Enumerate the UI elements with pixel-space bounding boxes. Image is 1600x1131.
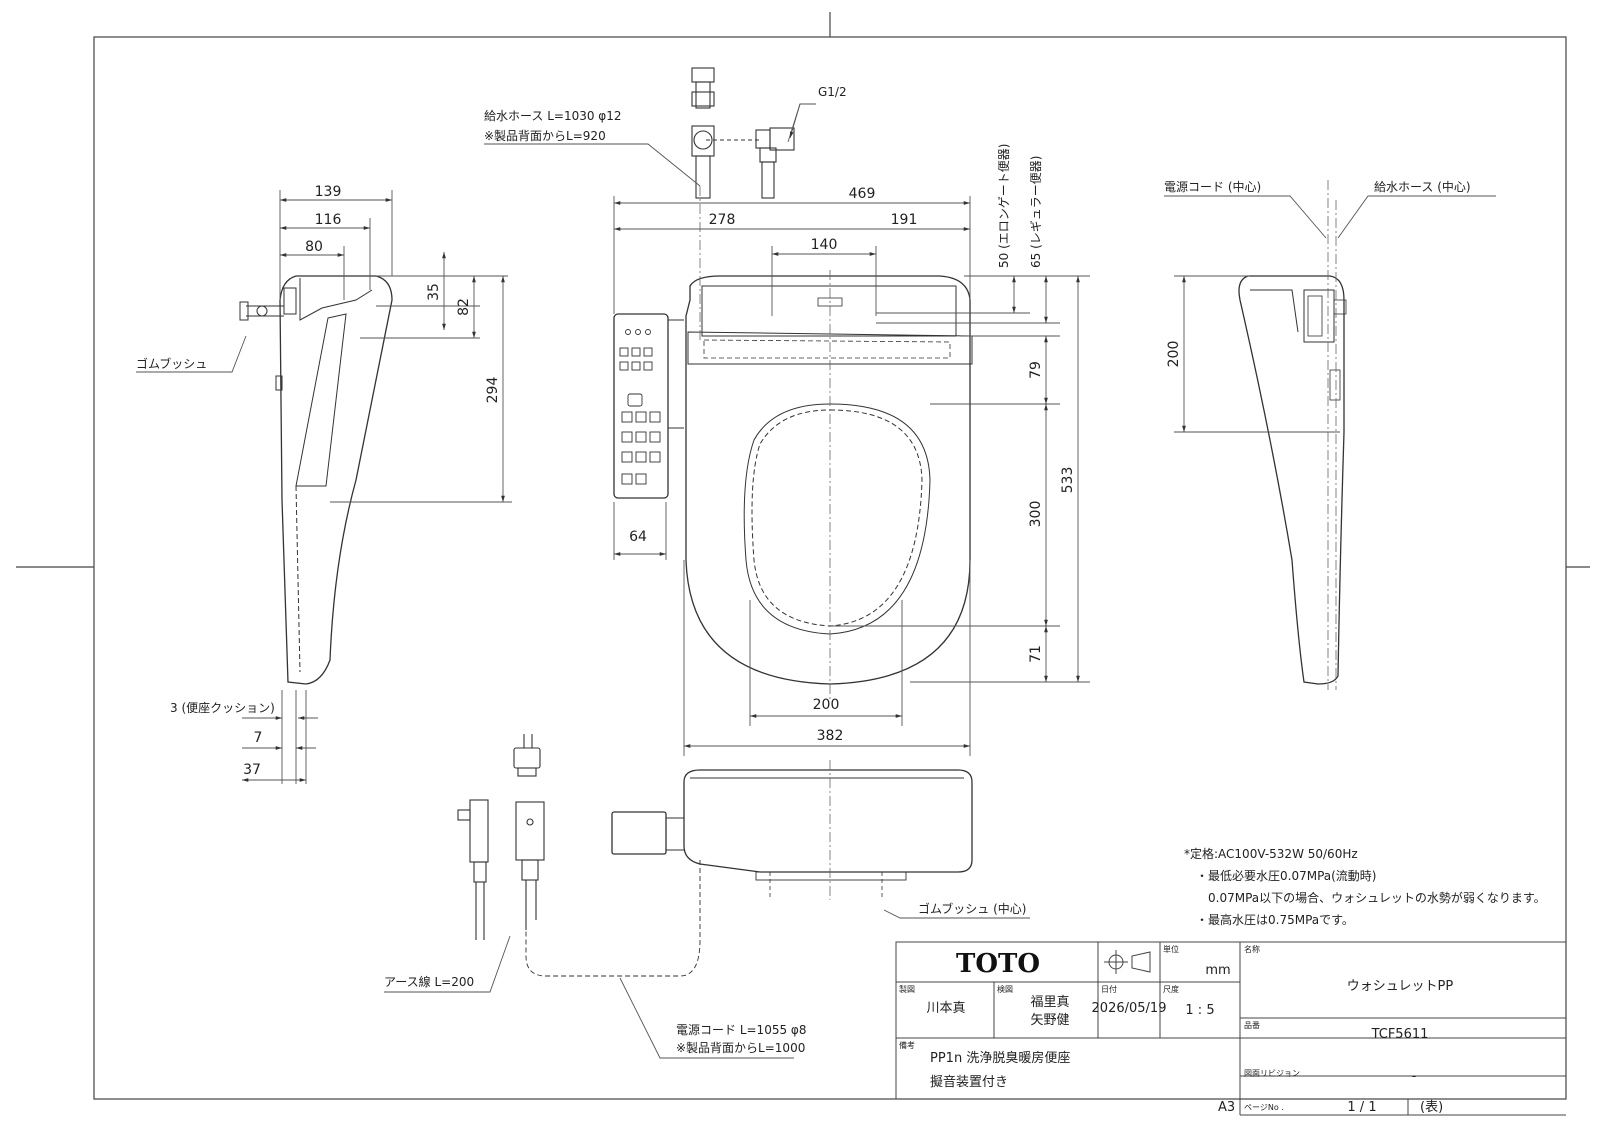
g12-label: G1/2 — [818, 85, 847, 99]
left-side-dimensions — [136, 190, 512, 784]
right-side-labels: 200 電源コード (中心) 給水ホース (中心) — [1164, 179, 1471, 367]
dim-191: 191 — [891, 212, 918, 228]
power-cord-center-label: 電源コード (中心) — [1164, 179, 1261, 194]
left-side-dimension-labels: 139 116 80 35 82 294 ゴムブッシュ 3 (便座クッション) … — [136, 184, 501, 778]
dim-533: 533 — [1060, 467, 1076, 494]
dim-79: 79 — [1028, 361, 1044, 379]
page-suffix: (表) — [1420, 1100, 1443, 1115]
dim-37: 37 — [243, 762, 261, 778]
bottom-view — [525, 760, 1030, 977]
supply-hose-note: ※製品背面からL=920 — [484, 129, 606, 143]
checked-by-2: 矢野健 — [1030, 1013, 1069, 1028]
revision-value: - — [1412, 1069, 1417, 1084]
part-label: 品番 — [1244, 1020, 1260, 1030]
rubber-bush-center-label: ゴムブッシュ (中心) — [918, 901, 1026, 916]
right-side-dimensions — [1164, 195, 1496, 433]
supply-hose-label: 給水ホース L=1030 φ12 — [484, 109, 622, 123]
dim-35: 35 — [426, 283, 442, 301]
checked-label: 検図 — [997, 984, 1013, 994]
note-low-pressure: 0.07MPa以下の場合、ウォシュレットの水勢が弱くなります。 — [1208, 890, 1546, 905]
supply-fittings — [484, 67, 816, 199]
seat-cushion-label: 3 (便座クッション) — [170, 700, 275, 715]
page-value: 1 / 1 — [1347, 1100, 1376, 1115]
supply-fitting-labels: G1/2 給水ホース L=1030 φ12 ※製品背面からL=920 — [484, 85, 847, 143]
dim-7: 7 — [254, 730, 263, 746]
dim-82: 82 — [456, 298, 472, 316]
scale-label: 尺度 — [1163, 984, 1179, 994]
date-label: 日付 — [1101, 984, 1117, 994]
dim-71: 71 — [1028, 645, 1044, 663]
page-label: ページNo . — [1244, 1103, 1284, 1112]
regular-toilet-label: 65 (レギュラー便器) — [1029, 156, 1043, 268]
dim-200-right: 200 — [1166, 341, 1182, 368]
dim-278: 278 — [709, 212, 736, 228]
dim-469: 469 — [849, 186, 876, 202]
drawn-label: 製図 — [899, 984, 915, 994]
right-side-view — [1238, 180, 1347, 690]
front-view — [613, 186, 973, 700]
remarks-line-2: 擬音装置付き — [930, 1074, 1008, 1090]
left-side-view — [239, 275, 393, 685]
power-cord-note: ※製品背面からL=1000 — [676, 1041, 805, 1055]
plug-labels: アース線 L=200 電源コード L=1055 φ8 ※製品背面からL=1000 — [384, 974, 806, 1055]
title-block-text: TOTO 単位 mm 名称 ウォシュレットPP 製図 川本真 検図 福里真 矢野… — [899, 944, 1453, 1115]
dim-294: 294 — [485, 377, 501, 404]
part-number: TCF5611 — [1371, 1027, 1429, 1042]
dim-80: 80 — [305, 239, 323, 255]
note-rating: *定格:AC100V-532W 50/60Hz — [1184, 846, 1358, 861]
note-max-pressure: ・最高水圧は0.75MPaです。 — [1196, 912, 1354, 927]
drawn-by: 川本真 — [926, 1001, 965, 1016]
scale-value: 1 : 5 — [1185, 1003, 1214, 1018]
dim-300: 300 — [1028, 501, 1044, 528]
checked-by-1: 福里真 — [1030, 995, 1069, 1010]
unit-label: 単位 — [1163, 944, 1179, 954]
revision-label: 図面リビジョン — [1244, 1069, 1300, 1078]
rubber-bush-label: ゴムブッシュ — [136, 356, 207, 371]
toto-logo: TOTO — [956, 949, 1040, 979]
dim-382: 382 — [817, 728, 844, 744]
note-min-pressure: ・最低必要水圧0.07MPa(流動時) — [1196, 869, 1377, 883]
name-label: 名称 — [1244, 944, 1260, 954]
front-dimensions — [613, 196, 1090, 756]
dim-64: 64 — [629, 529, 647, 545]
spec-notes: *定格:AC100V-532W 50/60Hz ・最低必要水圧0.07MPa(流… — [1184, 846, 1546, 927]
sheet-size: A3 — [1218, 1100, 1235, 1115]
title-block — [895, 941, 1567, 1116]
dim-116: 116 — [315, 212, 342, 228]
dim-139: 139 — [315, 184, 342, 200]
date-value: 2026/05/19 — [1092, 1001, 1167, 1016]
dim-200-front: 200 — [813, 697, 840, 713]
bottom-view-labels: ゴムブッシュ (中心) — [918, 901, 1026, 916]
product-name: ウォシュレットPP — [1347, 979, 1454, 994]
sheet-frame — [16, 12, 1590, 1100]
supply-hose-center-label: 給水ホース (中心) — [1374, 179, 1471, 194]
power-plugs — [384, 734, 794, 1059]
power-cord-label: 電源コード L=1055 φ8 — [676, 1023, 806, 1037]
unit-value: mm — [1205, 963, 1230, 978]
front-dimension-labels: 469 278 191 140 64 200 382 50 (エロンゲート便器)… — [629, 144, 1076, 744]
remarks-line-1: PP1n 洗浄脱臭暖房便座 — [930, 1050, 1070, 1066]
dim-140: 140 — [811, 237, 838, 253]
remarks-label: 備考 — [899, 1040, 915, 1050]
earth-wire-label: アース線 L=200 — [384, 974, 474, 989]
elongated-toilet-label: 50 (エロンゲート便器) — [997, 144, 1011, 268]
